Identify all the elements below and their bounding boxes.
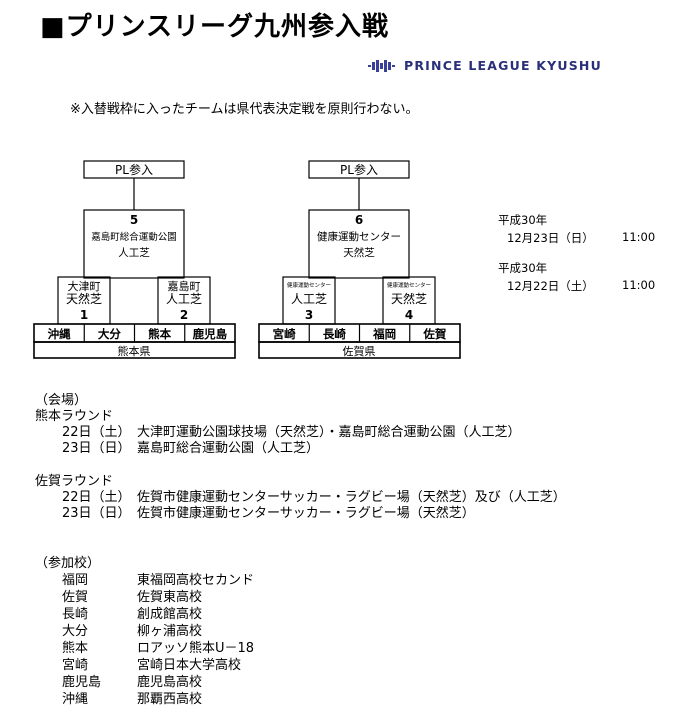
schedule-time-2: 11:00: [622, 278, 656, 292]
final-box: [308, 209, 410, 279]
team-cell: 沖縄: [48, 327, 71, 341]
schedule-time-1: 11:00: [622, 230, 656, 244]
round-name: 熊本ラウンド: [35, 409, 114, 424]
team-cell: 大分: [98, 327, 121, 341]
match-surface: 天然芝: [343, 246, 375, 259]
region-label: 熊本県: [118, 344, 151, 358]
team-cell: 佐賀: [422, 327, 446, 341]
participant-school: ロアッソ熊本U－18: [137, 641, 255, 656]
participants-heading: （参加校）: [35, 556, 101, 571]
participant-school: 佐賀東高校: [137, 590, 203, 605]
top-label: PL参入: [340, 162, 378, 177]
team-cell: 長崎: [323, 327, 346, 341]
logo-text: PRINCE LEAGUE KYUSHU: [404, 58, 602, 73]
final-box: [83, 209, 185, 279]
match-surface: 天然芝: [66, 291, 102, 306]
top-label: PL参入: [115, 162, 153, 177]
round-date: 23日（日）: [62, 441, 131, 456]
round-place: 嘉島町総合運動公園（人工芝）: [137, 441, 320, 456]
participant-school: 那覇西高校: [137, 692, 203, 707]
match-surface: 人工芝: [166, 291, 202, 306]
region-row: [258, 341, 461, 359]
schedule-year-1: 平成30年: [498, 213, 548, 227]
round-date: 23日（日）: [62, 506, 131, 521]
page-title: ■プリンスリーグ九州参入戦: [40, 12, 390, 42]
round-date: 22日（土）: [62, 490, 131, 505]
schedule-year-2: 平成30年: [498, 261, 548, 275]
participant-pref: 宮崎: [62, 658, 89, 673]
region-row: [33, 341, 236, 359]
match-surface: 人工芝: [291, 291, 327, 306]
participant-school: 鹿児島高校: [137, 675, 203, 690]
participant-pref: 沖縄: [62, 692, 89, 707]
match-number: 5: [130, 213, 138, 227]
round-place: 佐賀市健康運動センターサッカー・ラグビー場（天然芝）及び（人工芝）: [137, 490, 566, 505]
round-place: 佐賀市健康運動センターサッカー・ラグビー場（天然芝）: [137, 506, 475, 521]
match-number: 3: [305, 308, 313, 322]
participant-pref: 長崎: [62, 607, 89, 622]
match-venue: 健康運動センター: [387, 281, 431, 289]
participant-pref: 福岡: [62, 573, 89, 588]
match-venue: 健康運動センター: [287, 281, 331, 289]
region-label: 佐賀県: [343, 344, 376, 358]
participant-pref: 熊本: [62, 641, 89, 656]
schedule-date-2: 12月22日（土）: [507, 279, 594, 293]
participant-school: 東福岡高校セカンド: [137, 573, 255, 588]
match-surface: 天然芝: [391, 291, 427, 306]
participant-school: 創成館高校: [137, 607, 203, 622]
crown-emblem-icon: [368, 59, 395, 72]
team-cell: 福岡: [372, 327, 396, 341]
participant-pref: 大分: [62, 624, 89, 639]
venue-heading: （会場）: [35, 393, 88, 408]
team-cell: 宮崎: [273, 327, 296, 341]
round-name: 佐賀ラウンド: [35, 474, 114, 489]
match-venue: 嘉島町総合運動公園: [91, 231, 177, 243]
match-surface: 人工芝: [118, 246, 150, 259]
participant-pref: 鹿児島: [62, 675, 102, 690]
match-number: 6: [355, 213, 363, 227]
match-venue: 大津町: [68, 279, 101, 293]
schedule-date-1: 12月23日（日）: [507, 231, 594, 245]
participant-school: 柳ヶ浦高校: [137, 624, 203, 639]
league-logo: PRINCE LEAGUE KYUSHU: [368, 58, 602, 73]
match-number: 2: [180, 308, 188, 322]
tournament-bracket: PL参入5嘉島町総合運動公園人工芝大津町天然芝1嘉島町人工芝2沖縄大分熊本鹿児島…: [33, 160, 461, 359]
match-number: 4: [405, 308, 413, 322]
round-date: 22日（土）: [62, 425, 131, 440]
match-venue: 健康運動センター: [317, 230, 401, 243]
team-cell: 熊本: [148, 327, 171, 341]
match-number: 1: [80, 308, 88, 322]
participant-school: 宮崎日本大学高校: [137, 658, 242, 673]
rule-note: ※入替戦枠に入ったチームは県代表決定戦を原則行わない。: [70, 102, 419, 117]
round-place: 大津町運動公園球技場（天然芝）・嘉島町総合運動公園（人工芝）: [137, 425, 521, 440]
match-venue: 嘉島町: [168, 279, 201, 293]
team-cell: 鹿児島: [193, 327, 228, 341]
participant-pref: 佐賀: [62, 590, 89, 605]
